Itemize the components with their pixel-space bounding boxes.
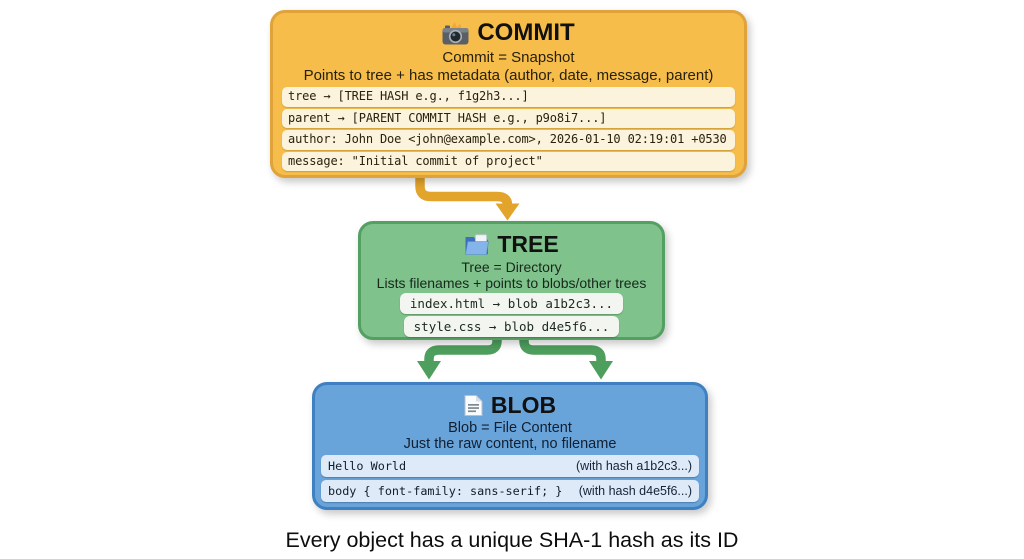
blob-title: BLOB: [490, 391, 557, 418]
tree-to-blob-right-arrow: [519, 336, 613, 380]
folder-icon: [464, 233, 490, 255]
tree-title-row: TREE: [361, 229, 662, 259]
blob-row-hash-note: (with hash a1b2c3...): [575, 459, 692, 473]
commit-subtitle-1: Commit = Snapshot: [442, 49, 575, 66]
commit-row-tree: tree → [TREE HASH e.g., f1g2h3...]: [282, 87, 735, 107]
blob-code-rows: Hello World (with hash a1b2c3...) body {…: [321, 455, 699, 502]
tree-box: TREE Tree = Directory Lists filenames + …: [358, 221, 665, 340]
blob-row-css-body: body { font-family: sans-serif; } (with …: [321, 480, 699, 502]
tree-row-index-html: index.html → blob a1b2c3...: [399, 293, 624, 314]
blob-title-row: BLOB: [315, 390, 705, 420]
blob-row-content: Hello World: [328, 459, 407, 473]
blob-row-hash-note: (with hash d4e5f6...): [578, 484, 692, 498]
commit-title-row: COMMIT: [273, 18, 744, 48]
tree-subtitle-2: Lists filenames + points to blobs/other …: [376, 275, 647, 291]
tree-title: TREE: [497, 230, 559, 257]
blob-row-hello-world: Hello World (with hash a1b2c3...): [321, 455, 699, 477]
tree-to-blob-left-arrow: [417, 336, 502, 380]
tree-row-style-css: style.css → blob d4e5f6...: [403, 316, 620, 337]
commit-code-rows: tree → [TREE HASH e.g., f1g2h3...] paren…: [282, 87, 735, 173]
tree-code-rows: index.html → blob a1b2c3... style.css → …: [361, 293, 662, 337]
commit-row-author: author: John Doe <john@example.com>, 202…: [282, 130, 735, 150]
page-icon: [464, 394, 483, 417]
caption: Every object has a unique SHA-1 hash as …: [285, 528, 739, 552]
commit-title: COMMIT: [477, 19, 575, 46]
tree-subtitle-1: Tree = Directory: [461, 259, 562, 275]
commit-subtitle-2: Points to tree + has metadata (author, d…: [303, 67, 714, 84]
commit-to-tree-arrow: [415, 173, 520, 221]
blob-subtitle-1: Blob = File Content: [448, 420, 572, 436]
commit-box: COMMIT Commit = Snapshot Points to tree …: [270, 10, 747, 178]
camera-flash-icon: [442, 21, 469, 45]
commit-row-parent: parent → [PARENT COMMIT HASH e.g., p9o8i…: [282, 108, 735, 128]
blob-row-content: body { font-family: sans-serif; }: [328, 484, 563, 498]
blob-box: BLOB Blob = File Content Just the raw co…: [312, 382, 708, 510]
commit-row-message: message: "Initial commit of project": [282, 151, 735, 171]
blob-subtitle-2: Just the raw content, no filename: [403, 436, 617, 452]
